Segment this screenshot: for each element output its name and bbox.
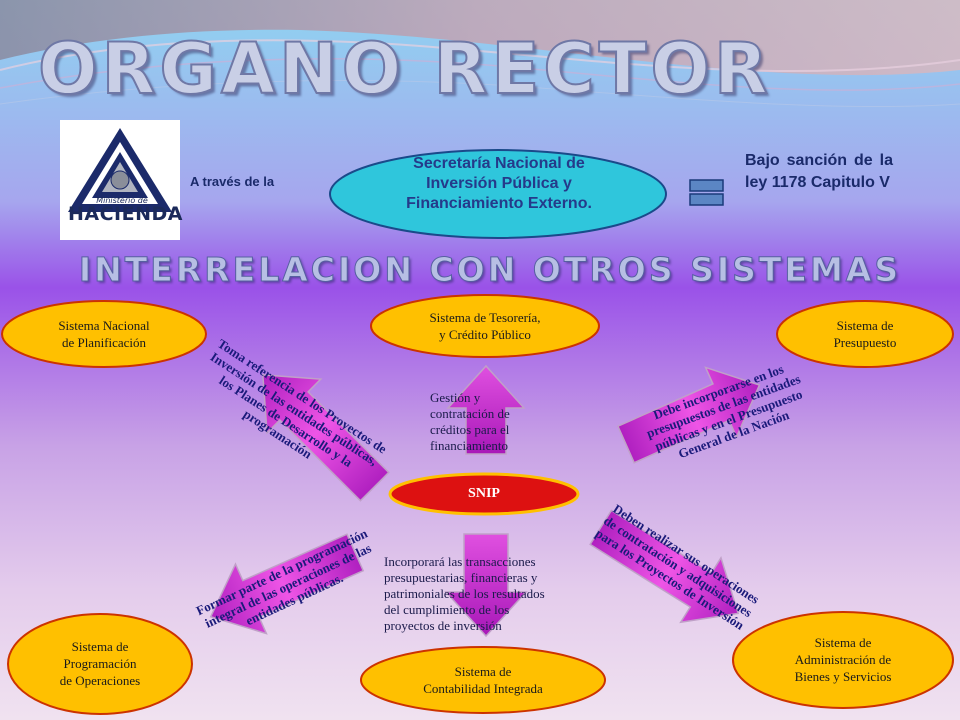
- oval-tesoreria: [370, 294, 600, 358]
- sancion-text: Bajo sanción de la ley 1178 Capitulo V: [745, 152, 893, 191]
- label-line: Sistema de: [836, 318, 894, 333]
- label-line: y Crédito Público: [439, 327, 531, 342]
- logo-line1: Ministerio de: [96, 196, 148, 205]
- oval-planificacion: [1, 300, 207, 368]
- secretaria-line: Financiamiento Externo.: [406, 195, 592, 212]
- note-line: contratación de: [430, 406, 510, 421]
- note-line: patrimoniales de los resultados: [384, 586, 545, 601]
- label-programacion: Sistema de Programación de Operaciones: [20, 638, 180, 689]
- note-line: proyectos de inversión: [384, 618, 502, 633]
- arrow-to-presupuesto: [616, 366, 761, 464]
- note-line: Incorporará las transacciones: [384, 554, 536, 569]
- note-line: Gestión y: [430, 390, 481, 405]
- note-line: financiamiento: [430, 438, 508, 453]
- arrow-to-bienes: [589, 509, 740, 624]
- label-bienes: Sistema de Administración de Bienes y Se…: [748, 634, 938, 685]
- snip-label: SNIP: [468, 486, 500, 501]
- oval-presupuesto: [776, 300, 954, 368]
- note-contabilidad: Incorporará las transacciones presupuest…: [384, 554, 624, 634]
- ministerio-logo: [60, 120, 180, 240]
- section-title: INTERRELACION CON OTROS SISTEMAS: [78, 250, 902, 290]
- note-line: presupuestarias, financieras y: [384, 570, 538, 585]
- logo-caption: Ministerio de HACIENDA: [68, 196, 183, 225]
- snip-oval: [388, 472, 580, 516]
- label-line: Sistema de: [814, 635, 872, 650]
- label-tesoreria: Sistema de Tesorería, y Crédito Público: [380, 309, 590, 343]
- secretaria-line: Inversión Pública y: [426, 175, 572, 192]
- label-line: Administración de: [794, 652, 892, 667]
- label-line: Programación: [63, 656, 137, 671]
- label-line: Bienes y Servicios: [794, 669, 892, 684]
- secretaria-text: Secretaría Nacional de Inversión Pública…: [330, 154, 668, 214]
- note-tesoreria: Gestión y contratación de créditos para …: [430, 390, 560, 454]
- oval-programacion: [7, 613, 193, 715]
- via-label: A través de la: [190, 174, 275, 189]
- label-planificacion: Sistema Nacional de Planificación: [16, 317, 192, 351]
- label-line: de Planificación: [61, 335, 147, 350]
- note-line: del cumplimiento de los: [384, 602, 510, 617]
- page-title: ORGANO RECTOR: [37, 27, 772, 111]
- equals-icon: [689, 179, 724, 206]
- label-line: Sistema de: [454, 664, 512, 679]
- hacienda-logo-icon: [68, 128, 172, 212]
- arrow-to-programacion: [209, 533, 365, 635]
- oval-contabilidad: [360, 646, 606, 714]
- label-line: Sistema Nacional: [58, 318, 150, 333]
- label-line: Sistema de: [71, 639, 129, 654]
- note-line: créditos para el: [430, 422, 510, 437]
- label-line: Presupuesto: [833, 335, 897, 350]
- label-contabilidad: Sistema de Contabilidad Integrada: [385, 663, 581, 697]
- arrow-to-tesoreria: [446, 364, 526, 455]
- secretaria-oval: [329, 149, 667, 239]
- logo-line2: HACIENDA: [68, 203, 183, 225]
- label-line: Contabilidad Integrada: [423, 681, 543, 696]
- label-line: Sistema de Tesorería,: [429, 310, 541, 325]
- oval-bienes: [732, 611, 954, 709]
- label-line: de Operaciones: [59, 673, 141, 688]
- secretaria-line: Secretaría Nacional de: [413, 155, 585, 172]
- arrow-to-contabilidad: [444, 533, 528, 638]
- arrow-to-planificacion: [262, 374, 390, 502]
- label-presupuesto: Sistema de Presupuesto: [790, 317, 940, 351]
